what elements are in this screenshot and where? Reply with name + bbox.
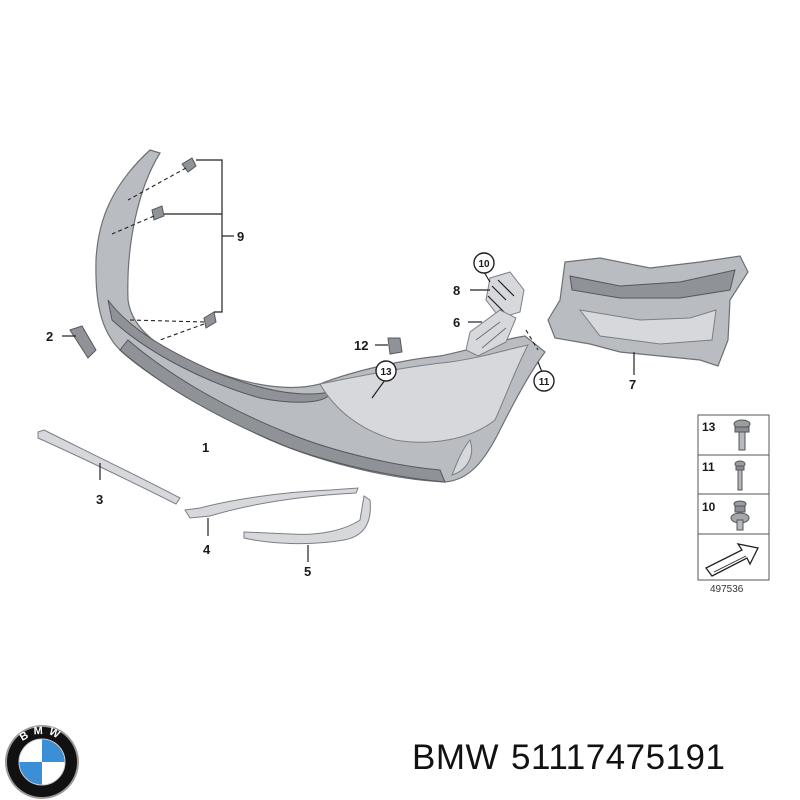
caption-part-number: 51117475191 — [511, 738, 726, 777]
fastener-leaders — [371, 271, 543, 399]
washer-screw-icon — [730, 500, 750, 531]
caption-brand: BMW — [412, 738, 500, 777]
parts-diagram: 1 2 3 4 5 6 7 8 9 12 10 11 13 13 11 — [37, 149, 770, 595]
callout-13: 13 — [380, 367, 392, 378]
callout-5: 5 — [304, 564, 311, 579]
callout-9: 9 — [237, 229, 244, 244]
reference-number: 497536 — [710, 584, 744, 595]
part-caption: BMW 51117475191 — [412, 738, 737, 778]
callout-3: 3 — [96, 492, 103, 507]
callout-2: 2 — [46, 329, 53, 344]
legend-number-11: 11 — [702, 460, 715, 474]
screw-icon — [734, 460, 746, 491]
bumper-panel — [95, 149, 546, 483]
bumper-carrier — [547, 255, 749, 375]
clip-group — [111, 157, 234, 341]
callout-11-circle: 11 — [533, 370, 555, 392]
callout-13-circle: 13 — [375, 360, 397, 382]
legend-number-13: 13 — [702, 420, 716, 434]
bracket-6 — [465, 309, 539, 357]
bmw-logo: BMW — [5, 725, 79, 799]
callout-11: 11 — [539, 377, 550, 388]
callout-6: 6 — [453, 315, 460, 330]
callout-12: 12 — [354, 338, 368, 353]
callout-1: 1 — [202, 440, 209, 455]
trim-strip-side — [243, 495, 371, 562]
fastener-legend: 13 11 10 — [697, 414, 770, 581]
direction-arrow-icon — [705, 543, 759, 577]
bracket-8 — [470, 271, 525, 319]
callout-7: 7 — [629, 377, 636, 392]
callout-4: 4 — [203, 542, 211, 557]
callout-10: 10 — [478, 259, 490, 270]
trim-strip-lower — [37, 429, 181, 505]
cover-cap — [62, 325, 97, 359]
bmw-roundel — [18, 738, 66, 786]
callout-8: 8 — [453, 283, 460, 298]
flange-screw-icon — [733, 419, 751, 451]
legend-number-10: 10 — [702, 500, 716, 514]
clip-12 — [375, 337, 403, 355]
trim-strip-chrome — [184, 487, 359, 536]
callout-10-circle: 10 — [473, 252, 495, 274]
